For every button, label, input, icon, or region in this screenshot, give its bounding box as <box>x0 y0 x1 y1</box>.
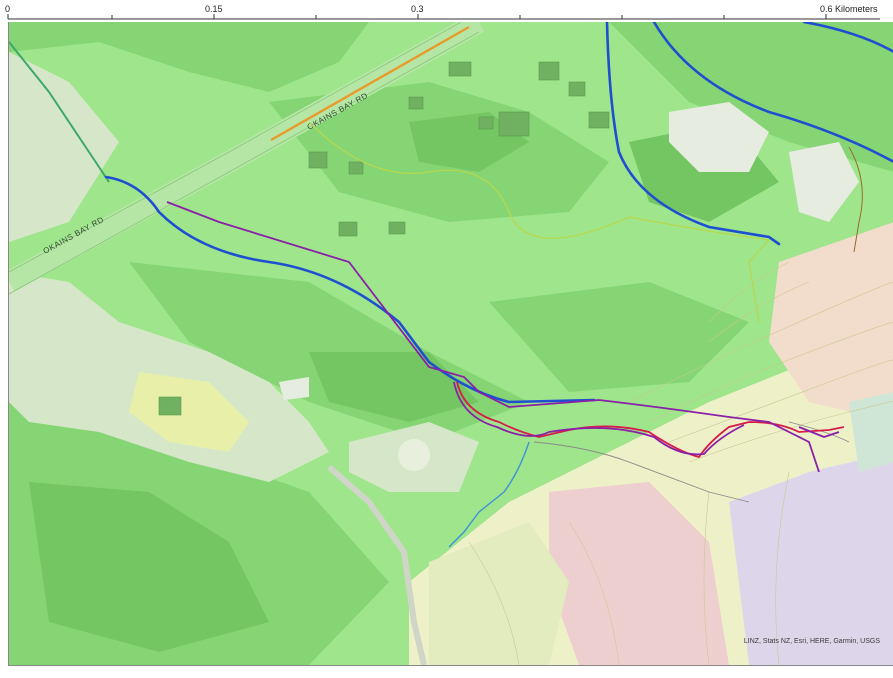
road-highlight-orange <box>270 25 470 142</box>
scale-label-0-15: 0.15 <box>205 4 223 14</box>
scale-bar-graphic <box>7 14 880 20</box>
scale-label-0-3: 0.3 <box>411 4 424 14</box>
map-view[interactable]: OKAINS BAY RD OKAINS BAY RD <box>8 22 893 666</box>
streams-blue <box>104 22 893 404</box>
boundary-lines <box>533 421 850 503</box>
contour-lines <box>468 261 893 665</box>
stream-brown <box>848 146 863 253</box>
buildings <box>158 61 610 416</box>
tributary-light-blue <box>448 441 530 548</box>
tributary-yellow <box>308 121 771 323</box>
scale-label-0: 0 <box>5 4 11 14</box>
scale-label-0-6-kilometers: 0.6 Kilometers <box>820 4 878 14</box>
scale-bar: 0 0.15 0.3 0.6 Kilometers <box>0 0 893 22</box>
map-attribution: LINZ, Stats NZ, Esri, HERE, Garmin, USGS <box>743 638 880 645</box>
terrain-pale-areas <box>9 52 859 492</box>
side-road <box>327 464 427 665</box>
route-purple <box>166 201 840 473</box>
map-canvas[interactable]: OKAINS BAY RD OKAINS BAY RD <box>9 22 893 665</box>
terrain-hill-slopes <box>409 222 893 665</box>
route-red <box>456 381 845 459</box>
stream-green <box>9 41 110 183</box>
